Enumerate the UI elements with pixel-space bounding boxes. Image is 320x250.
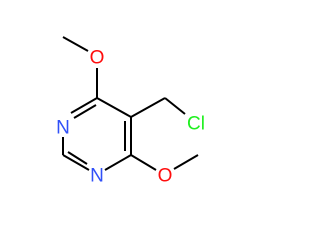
molecule-drawing	[62, 36, 199, 171]
chlorine-label: Cl	[187, 114, 205, 135]
bond-n3-c4-inner	[73, 104, 97, 119]
bond-c6-n1	[104, 154, 132, 171]
bond-n1-c2	[62, 154, 90, 171]
oxygen-top-label: O	[90, 48, 105, 69]
bond-o-top-ch3	[62, 36, 89, 52]
bond-n1-c2-inner	[67, 151, 88, 165]
bond-n3-c4	[70, 97, 98, 114]
bond-ch2-cl	[164, 97, 186, 115]
bond-c5-ch2	[130, 97, 166, 118]
bond-o-bottom-ch3	[173, 154, 199, 170]
bond-c6-o-bottom	[130, 154, 157, 171]
bond-c4-c5	[96, 97, 132, 118]
atom-labels: O N N O Cl	[56, 48, 205, 187]
nitrogen-lower-label: N	[90, 166, 104, 187]
nitrogen-upper-label: N	[56, 118, 70, 139]
structure-canvas: O N N O Cl	[56, 36, 205, 187]
oxygen-bottom-label: O	[158, 166, 173, 187]
